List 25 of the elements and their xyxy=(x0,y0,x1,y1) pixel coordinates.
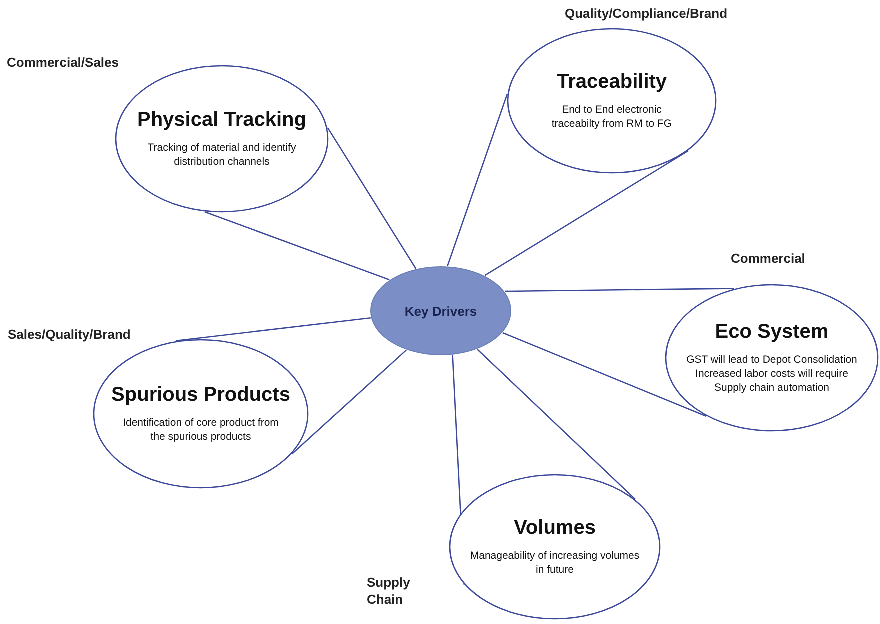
driver-description: Manageability of increasing volumes in future xyxy=(470,548,640,578)
driver-heading: Physical Tracking xyxy=(138,108,306,131)
connector-line xyxy=(292,350,407,454)
connector-line xyxy=(477,349,636,500)
driver-heading: Traceability xyxy=(556,70,668,93)
category-label: Supply Chain xyxy=(367,575,412,609)
category-label: Commercial xyxy=(731,251,806,268)
connector-line xyxy=(505,288,734,292)
connector-line xyxy=(204,211,390,281)
driver-description: Tracking of material and identify distribution channels xyxy=(147,140,297,170)
driver-description: Identification of core product from the spurious products xyxy=(122,416,280,444)
hub-title: Key Drivers xyxy=(404,304,478,318)
category-label: Commercial/Sales xyxy=(7,55,120,72)
category-label: Sales/Quality/Brand xyxy=(8,327,131,344)
driver-description: GST will lead to Depot Consolidation Increased labor costs will require Supply chain automation xyxy=(686,352,858,396)
connector-line xyxy=(176,317,371,342)
connector-line xyxy=(502,332,707,417)
connector-line xyxy=(484,150,689,276)
driver-description: End to End electronic traceabilty from RM to FG xyxy=(550,102,674,132)
driver-heading: Volumes xyxy=(514,516,596,539)
connector-line xyxy=(327,127,417,270)
category-label: Quality/Compliance/Brand xyxy=(565,6,728,23)
driver-heading: Eco System xyxy=(715,320,829,343)
connector-line xyxy=(447,94,508,266)
driver-heading: Spurious Products xyxy=(112,384,290,406)
